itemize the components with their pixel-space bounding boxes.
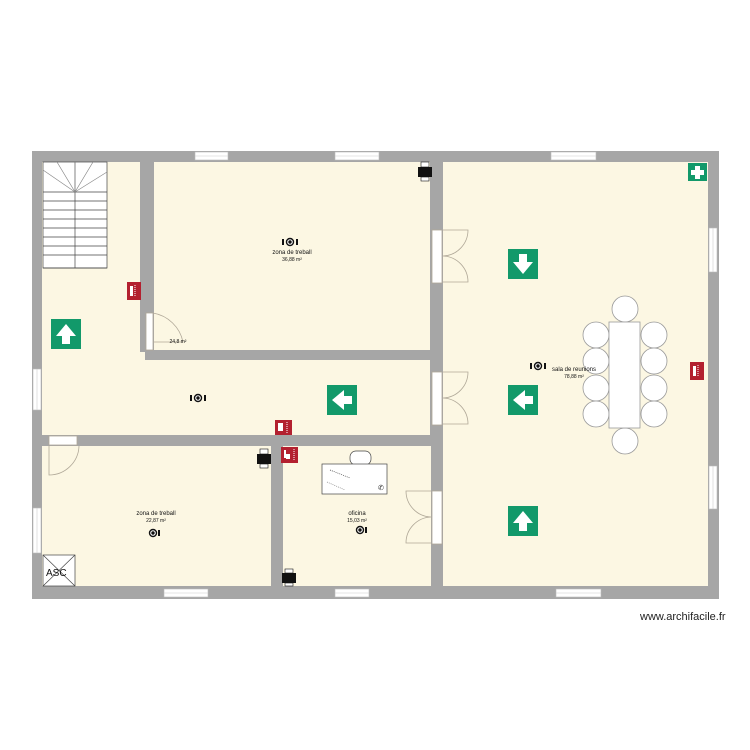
exit-signs: [51, 163, 707, 536]
door-swing: [152, 312, 184, 343]
elevator-label: ASC: [46, 568, 67, 579]
exit-arrow-left-icon: [327, 385, 357, 415]
printer-icon: [418, 161, 432, 182]
door-swing: [48, 445, 80, 476]
camera-icon: [530, 361, 546, 371]
room-name: sala de reunions: [551, 367, 597, 373]
room-label-sala-reunions: sala de reunions 78,88 m²: [552, 367, 596, 381]
wall-stair-right: [145, 162, 154, 360]
security-cameras: [148, 237, 546, 538]
printers: [257, 161, 432, 587]
room-area: 78,88 m²: [564, 374, 584, 380]
room-area: 15,03 m²: [347, 518, 367, 524]
room-label-zona-treball-1: zona de treball 36,88 m²: [272, 250, 311, 264]
camera-icon: [355, 525, 367, 535]
camera-icon: [148, 528, 160, 538]
door-swing: [442, 229, 469, 283]
elevator: [42, 554, 76, 587]
exit-arrow-down-icon: [508, 249, 538, 279]
office-desk: ✆: [321, 450, 388, 495]
fire-hose-icon: [275, 420, 292, 435]
wall-lower-vertical: [271, 446, 283, 586]
wall-lower-horizontal: [42, 435, 443, 446]
camera-icon: [282, 237, 298, 247]
room-name: zona de treball: [272, 250, 312, 256]
door-swing: [405, 490, 432, 544]
doors: [48, 229, 469, 545]
room-name: zona de treball: [136, 511, 176, 517]
fire-alarm-icon: [281, 447, 298, 463]
room-label-oficina: oficina 15,03 m²: [347, 511, 367, 525]
watermark[interactable]: www.archifacile.fr: [640, 611, 726, 623]
room-area: 22,87 m²: [146, 518, 166, 524]
exit-arrow-left-icon: [508, 385, 538, 415]
conference-table: [582, 295, 668, 455]
room-name: oficina: [348, 511, 366, 517]
floor-sala-reunions: [443, 162, 708, 586]
room-area: 24,8 m²: [169, 339, 187, 345]
exit-arrow-up-icon: [51, 319, 81, 349]
fire-extinguisher-icon: [127, 282, 141, 300]
door-swing: [442, 371, 469, 425]
room-area: 36,88 m²: [282, 257, 302, 263]
floor-corridor: [42, 352, 430, 435]
first-aid-icon: [688, 163, 707, 181]
staircase: [42, 161, 108, 269]
fire-extinguisher-icon: [690, 362, 704, 380]
printer-icon: [282, 568, 296, 587]
room-label-stair-hall: 24,8 m²: [170, 339, 187, 346]
printer-icon: [257, 448, 271, 469]
camera-icon: [190, 393, 206, 403]
wall-room1-bottom: [145, 350, 433, 360]
fire-safety: [127, 282, 704, 463]
exit-arrow-up-icon: [508, 506, 538, 536]
room-label-zona-treball-2: zona de treball 22,87 m²: [136, 511, 175, 525]
svg-text:✆: ✆: [378, 484, 384, 492]
floor-zona-treball-2: [42, 446, 271, 586]
